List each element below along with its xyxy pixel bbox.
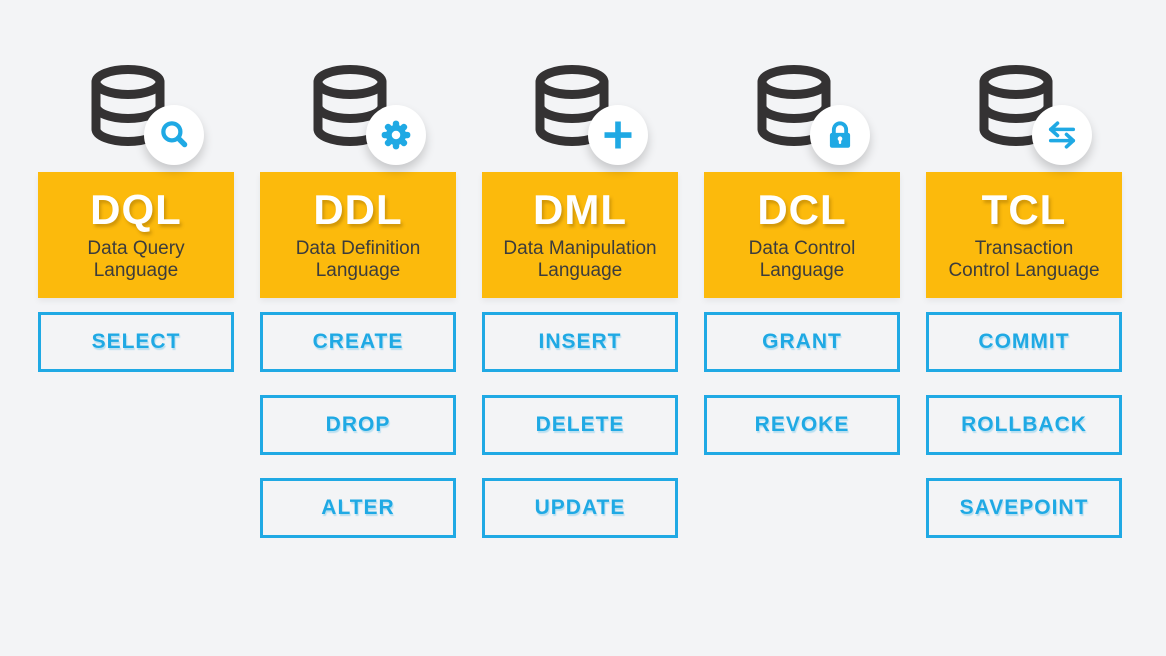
language-acronym: DML [533,185,627,233]
command-revoke: REVOKE [704,395,900,455]
badge-circle [588,105,648,165]
language-card-dml: DML Data Manipulation Language [482,172,678,298]
command-list-dml: INSERT DELETE UPDATE [482,312,678,538]
command-update: UPDATE [482,478,678,538]
command-select: SELECT [38,312,234,372]
language-card-dql: DQL Data Query Language [38,172,234,298]
language-columns: DQL Data Query Language SELECT [38,65,1122,538]
column-dcl: DCL Data Control Language GRANT REVOKE [704,65,900,538]
column-dml: DML Data Manipulation Language INSERT DE… [482,65,678,538]
column-tcl: TCL Transaction Control Language COMMIT … [926,65,1122,538]
command-list-ddl: CREATE DROP ALTER [260,312,456,538]
language-card-tcl: TCL Transaction Control Language [926,172,1122,298]
command-drop: DROP [260,395,456,455]
language-acronym: DCL [757,185,847,233]
command-delete: DELETE [482,395,678,455]
icon-area-dml [482,65,678,172]
lock-icon [829,121,851,148]
command-rollback: ROLLBACK [926,395,1122,455]
gear-icon [381,120,411,150]
swap-arrows-icon [1048,121,1076,149]
command-list-tcl: COMMIT ROLLBACK SAVEPOINT [926,312,1122,538]
column-dql: DQL Data Query Language SELECT [38,65,234,538]
badge-circle [1032,105,1092,165]
icon-area-dql [38,65,234,172]
language-name-line1: Data Control [748,237,856,259]
command-commit: COMMIT [926,312,1122,372]
command-insert: INSERT [482,312,678,372]
language-name-line1: Data Definition [295,237,421,259]
command-create: CREATE [260,312,456,372]
icon-area-tcl [926,65,1122,172]
language-name-line1: Data Manipulation [503,237,657,259]
language-name-line2: Language [93,260,179,282]
language-name-line2: Control Language [948,260,1100,282]
badge-circle [144,105,204,165]
plus-icon [604,121,632,149]
command-list-dql: SELECT [38,312,234,372]
language-acronym: DQL [90,185,182,233]
language-card-dcl: DCL Data Control Language [704,172,900,298]
language-acronym: TCL [981,185,1067,233]
language-name: Data Definition Language [296,238,421,283]
language-name-line2: Language [315,260,401,282]
badge-circle [810,105,870,165]
command-savepoint: SAVEPOINT [926,478,1122,538]
language-name: Data Query Language [87,238,184,283]
language-name: Transaction Control Language [948,238,1099,283]
badge-circle [366,105,426,165]
icon-area-ddl [260,65,456,172]
language-name: Data Control Language [749,238,856,283]
command-list-dcl: GRANT REVOKE [704,312,900,455]
language-name: Data Manipulation Language [503,238,656,283]
language-name-line2: Language [537,260,623,282]
icon-area-dcl [704,65,900,172]
language-name-line1: Data Query [87,237,185,259]
magnifier-icon [161,121,188,148]
command-grant: GRANT [704,312,900,372]
language-card-ddl: DDL Data Definition Language [260,172,456,298]
column-ddl: DDL Data Definition Language CREATE DROP… [260,65,456,538]
command-alter: ALTER [260,478,456,538]
language-name-line1: Transaction [974,237,1074,259]
language-acronym: DDL [313,185,403,233]
language-name-line2: Language [759,260,845,282]
